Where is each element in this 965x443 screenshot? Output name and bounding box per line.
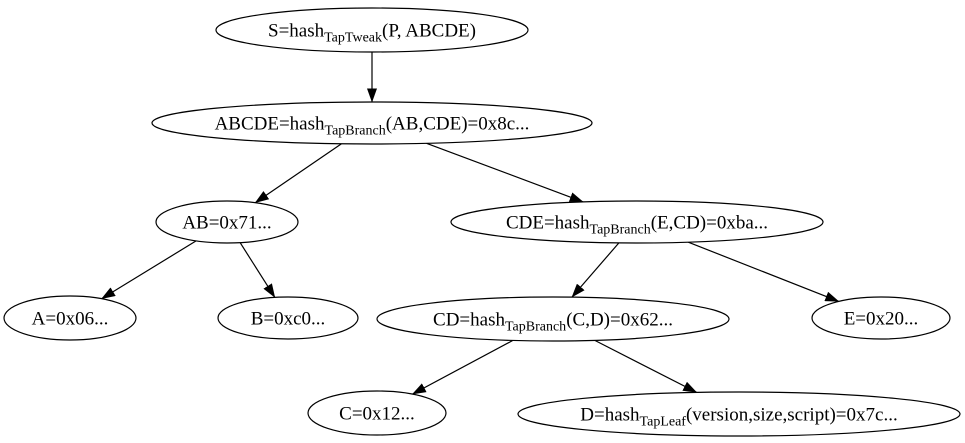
node-C: C=0x12... (307, 390, 447, 436)
node-B: B=0xc0... (217, 296, 359, 340)
edge-ABCDE-AB (254, 143, 342, 204)
node-AB: AB=0x71... (155, 200, 299, 244)
node-CDE-label: CDE=hashTapBranch(E,CD)=0xba... (506, 213, 768, 238)
node-E-label: E=0x20... (844, 309, 919, 330)
edges-layer (101, 52, 840, 395)
node-D-label: D=hashTapLeaf(version,size,script)=0x7c.… (580, 405, 897, 430)
node-S: S=hashTapTweak(P, ABCDE) (215, 7, 529, 53)
nodes-layer: S=hashTapTweak(P, ABCDE) ABCDE=hashTapBra… (3, 7, 961, 437)
node-AB-label: AB=0x71... (182, 213, 271, 234)
edge-CD-C (411, 339, 514, 395)
node-C-ellipse (307, 390, 447, 436)
node-ABCDE: ABCDE=hashTapBranch(AB,CDE)=0x8c... (151, 101, 593, 145)
edge-CDE-E (688, 241, 840, 302)
node-ABCDE-label: ABCDE=hashTapBranch(AB,CDE)=0x8c... (215, 114, 530, 139)
node-S-label: S=hashTapTweak(P, ABCDE) (268, 21, 476, 46)
node-E: E=0x20... (811, 296, 951, 340)
node-ABCDE-ellipse (151, 101, 593, 145)
node-CDE-ellipse (450, 200, 824, 244)
node-A: A=0x06... (3, 295, 137, 341)
node-S-ellipse (215, 7, 529, 53)
edge-CDE-CD (571, 242, 620, 298)
node-C-label: C=0x12... (339, 404, 415, 425)
edge-ABCDE-CDE (426, 142, 584, 203)
node-D-ellipse (517, 391, 961, 437)
node-AB-ellipse (155, 200, 299, 244)
node-E-ellipse (811, 296, 951, 340)
node-A-ellipse (3, 295, 137, 341)
node-CD-ellipse (376, 296, 730, 342)
node-CD-label: CD=hashTapBranch(C,D)=0x62... (433, 310, 673, 335)
edge-AB-B (239, 242, 276, 298)
node-A-label: A=0x06... (32, 309, 109, 330)
node-CDE: CDE=hashTapBranch(E,CD)=0xba... (450, 200, 824, 244)
node-B-ellipse (217, 296, 359, 340)
node-CD: CD=hashTapBranch(C,D)=0x62... (376, 296, 730, 342)
edge-CD-D (594, 339, 698, 393)
node-B-label: B=0xc0... (251, 309, 326, 330)
node-D: D=hashTapLeaf(version,size,script)=0x7c.… (517, 391, 961, 437)
edge-AB-A (101, 240, 197, 300)
